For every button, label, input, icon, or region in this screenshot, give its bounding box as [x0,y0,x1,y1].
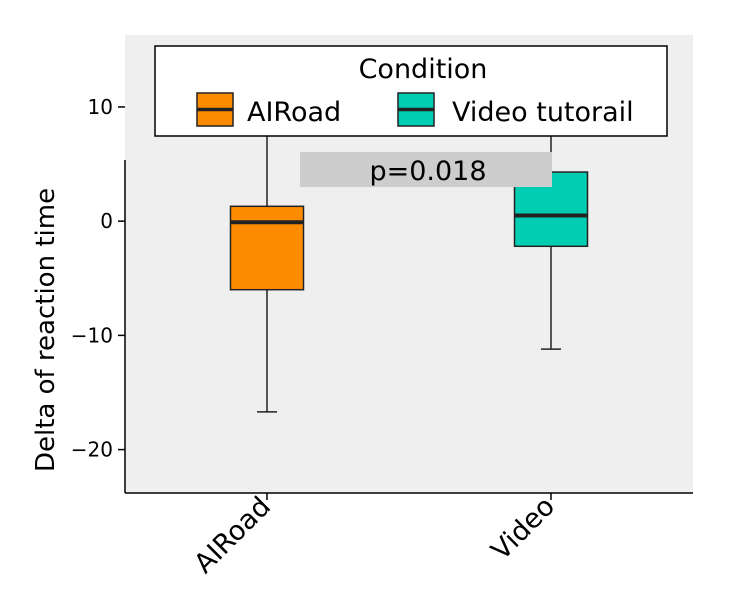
legend: Condition AIRoad Video tutorail [154,45,668,137]
x-tick-label: Video [486,491,561,566]
x-tick-label: AIRoad [188,491,277,580]
y-tick-label: 10 [88,95,113,119]
y-tick-label: −10 [71,323,113,347]
y-axis-ticks: −20 −10 0 10 [71,95,125,462]
legend-label: AIRoad [247,97,341,128]
legend-item: Video tutorail [397,92,634,128]
y-tick-label: −20 [71,438,113,462]
x-axis-ticks: AIRoad Video [188,491,561,580]
box-body [229,205,305,291]
legend-item: AIRoad [196,92,341,128]
y-axis-label: Delta of reaction time [31,188,61,472]
legend-label: Video tutorail [452,97,634,128]
legend-items: AIRoad Video tutorail [196,92,634,128]
legend-title: Condition [359,54,488,85]
annotation-background [300,152,552,187]
annotation-label: p=0.018 [369,156,486,187]
y-tick-label: 0 [100,209,113,233]
